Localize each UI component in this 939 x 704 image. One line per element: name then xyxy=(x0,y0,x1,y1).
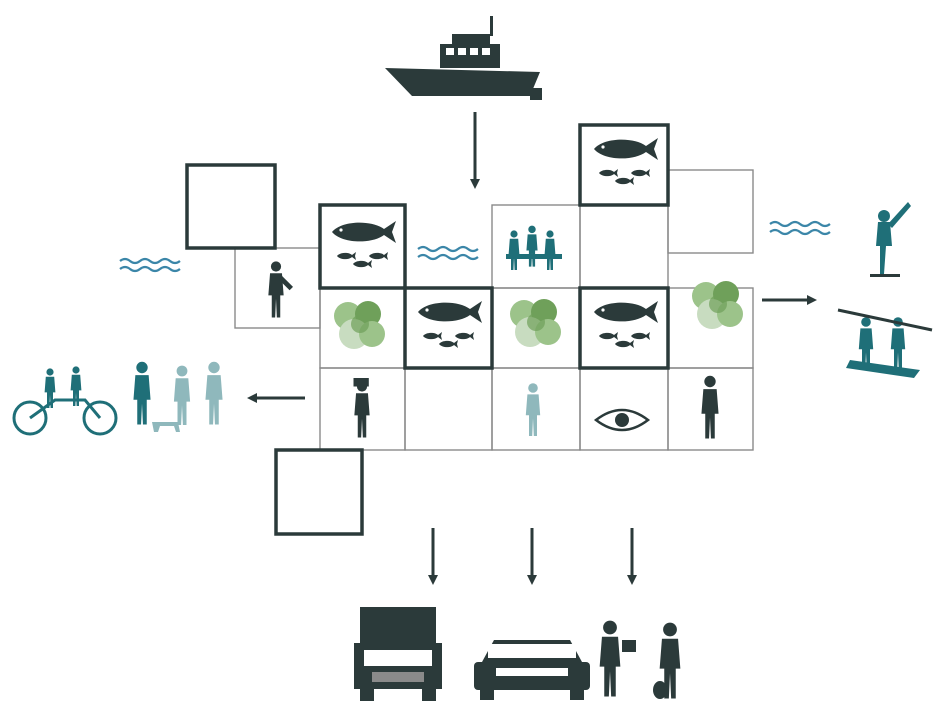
grid-bold-boxes xyxy=(185,123,670,536)
car-icon xyxy=(474,640,590,700)
swimmer-diving-icon xyxy=(870,202,911,277)
arrows xyxy=(247,112,817,585)
empty-box-top-left xyxy=(185,163,277,250)
fish-box-4 xyxy=(578,286,670,370)
fish-box-3 xyxy=(578,123,670,207)
water-waves-icon xyxy=(416,245,480,261)
tandem-cyclists-icon xyxy=(12,366,118,436)
delivery-truck-icon xyxy=(354,607,442,701)
water-waves-icon xyxy=(118,257,182,273)
eye-icon xyxy=(593,408,651,432)
worker-carrying-icon xyxy=(268,261,293,318)
walkers-with-dog-icon xyxy=(133,361,223,432)
algae-cluster-icon xyxy=(510,299,561,347)
fish-box-2 xyxy=(403,286,494,370)
worker-lifting-icon xyxy=(353,378,370,438)
algae-cluster-icon xyxy=(692,281,743,329)
fishing-boat-icon xyxy=(385,16,542,100)
grid-thin-boxes xyxy=(234,169,754,451)
water-waves-icon xyxy=(768,220,832,236)
kayakers-icon xyxy=(837,308,933,378)
people-group-icon xyxy=(506,225,562,270)
fish-box-1 xyxy=(318,203,407,290)
empty-box-bottom-left xyxy=(274,448,364,536)
shoppers-icon xyxy=(599,620,681,699)
person-standing-icon xyxy=(525,383,541,436)
algae-cluster-icon xyxy=(334,301,385,349)
diver-standing-icon xyxy=(701,375,719,439)
